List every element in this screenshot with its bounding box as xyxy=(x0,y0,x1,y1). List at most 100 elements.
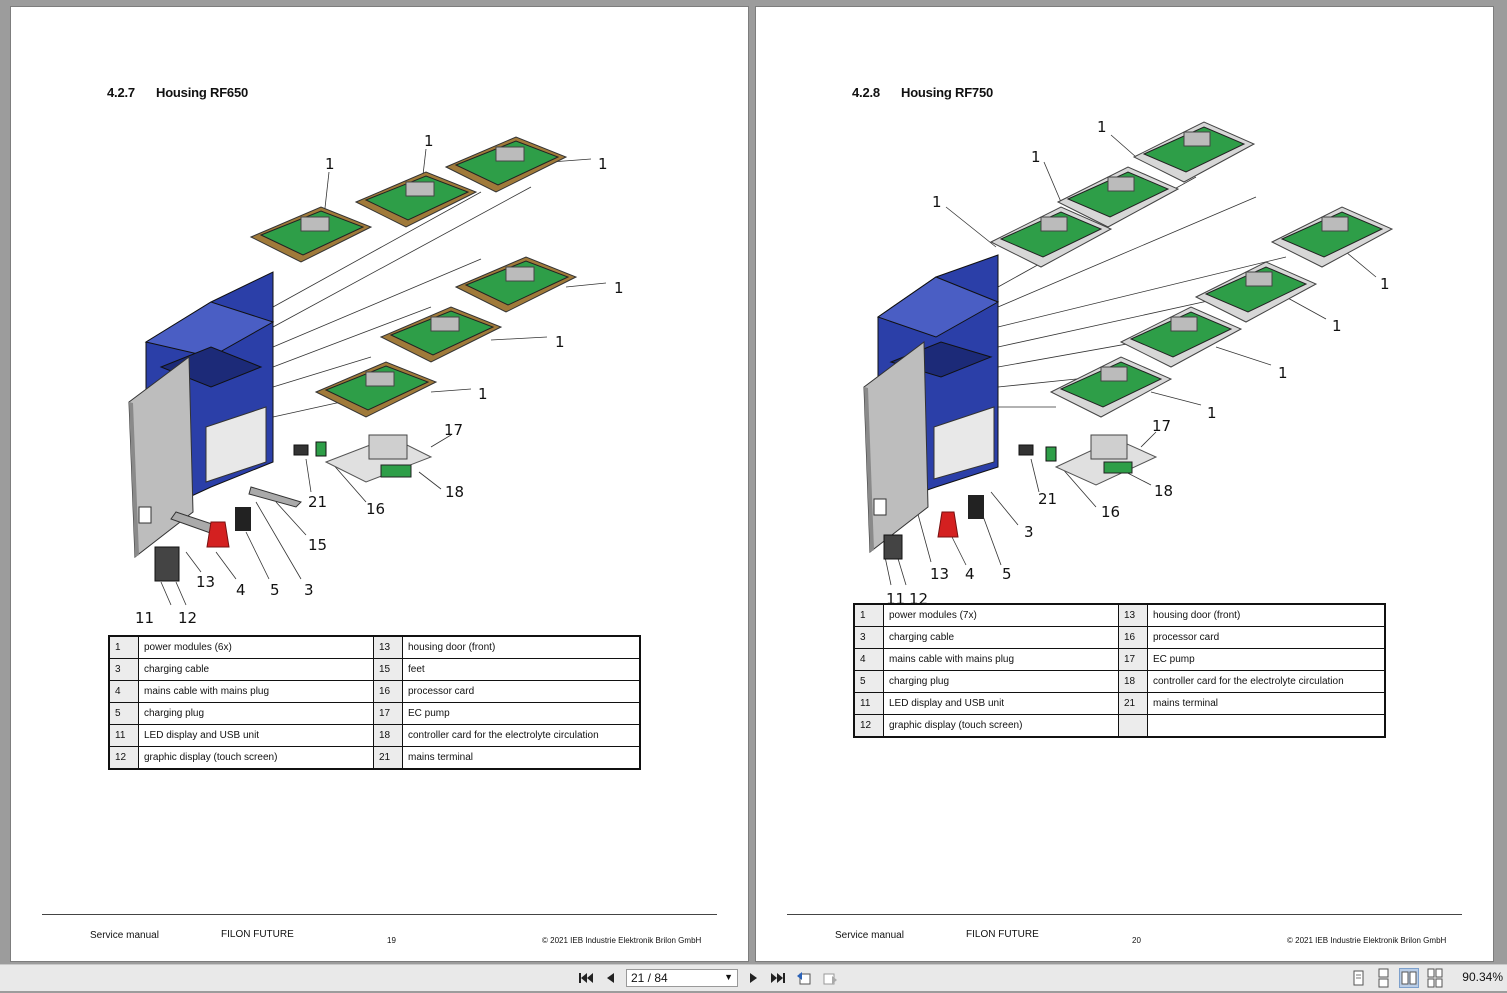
continuous-view-button[interactable] xyxy=(1373,968,1393,988)
table-row: 11 LED display and USB unit 18 controlle… xyxy=(108,724,641,747)
first-page-button[interactable] xyxy=(576,968,596,988)
callout: 1 xyxy=(1278,364,1288,382)
next-view-button[interactable] xyxy=(820,968,840,988)
table-row: 4 mains cable with mains plug 16 process… xyxy=(108,680,641,703)
item-number: 18 xyxy=(373,724,403,747)
callout: 1 xyxy=(598,155,608,173)
item-description: charging plug xyxy=(883,670,1119,693)
item-number: 17 xyxy=(1118,648,1148,671)
callout: 11 xyxy=(886,590,905,607)
item-description: power modules (7x) xyxy=(883,603,1119,627)
table-row: 3 charging cable 15 feet xyxy=(108,658,641,681)
two-page-continuous-view-button[interactable] xyxy=(1425,968,1445,988)
callout: 12 xyxy=(909,590,928,607)
previous-view-button[interactable] xyxy=(794,968,814,988)
item-description: graphic display (touch screen) xyxy=(883,714,1119,738)
callout: 3 xyxy=(304,581,314,599)
chevron-down-icon: ▼ xyxy=(724,972,733,982)
footer-copyright: © 2021 IEB Industrie Elektronik Brilon G… xyxy=(542,936,702,945)
single-page-view-button[interactable] xyxy=(1348,968,1368,988)
item-number: 3 xyxy=(108,658,139,681)
callout: 12 xyxy=(178,609,197,627)
page-number: 20 xyxy=(1132,936,1141,945)
section-number: 4.2.8 xyxy=(852,85,880,100)
housing-cabinet xyxy=(863,254,1000,553)
section-heading: 4.2.8 Housing RF750 xyxy=(852,85,993,100)
item-number: 18 xyxy=(1118,670,1148,693)
callout: 1 xyxy=(325,155,335,173)
callout: 13 xyxy=(930,565,949,583)
previous-page-button[interactable] xyxy=(600,968,620,988)
item-description: graphic display (touch screen) xyxy=(138,746,374,770)
table-row: 3 charging cable 16 processor card xyxy=(853,626,1386,649)
item-number: 13 xyxy=(1118,603,1148,627)
item-description: processor card xyxy=(1147,626,1386,649)
page-number-input[interactable]: 21 / 84 ▼ xyxy=(626,969,738,987)
item-number: 21 xyxy=(1118,692,1148,715)
zoom-level[interactable]: 90.34% xyxy=(1462,970,1503,984)
last-page-button[interactable] xyxy=(768,968,788,988)
callout: 4 xyxy=(965,565,975,583)
item-description: controller card for the electrolyte circ… xyxy=(1147,670,1386,693)
item-description: charging plug xyxy=(138,702,374,725)
table-row: 12 graphic display (touch screen) xyxy=(853,714,1386,738)
next-page-icon xyxy=(750,973,757,983)
callout: 1 xyxy=(424,132,434,150)
item-number: 12 xyxy=(853,714,884,738)
viewer-toolbar: 21 / 84 ▼ 90.34% xyxy=(0,964,1507,991)
callout: 21 xyxy=(1038,490,1057,508)
callout-numbers: 1 1 1 1 1 1 17 21 16 18 15 13 4 5 3 11 1… xyxy=(135,132,624,627)
continuous-page-icon xyxy=(1378,968,1389,988)
item-number: 4 xyxy=(853,648,884,671)
callout: 13 xyxy=(196,573,215,591)
item-number: 5 xyxy=(108,702,139,725)
section-title: Housing RF750 xyxy=(901,85,994,100)
item-description: controller card for the electrolyte circ… xyxy=(402,724,641,747)
item-number xyxy=(1118,714,1148,738)
item-description: mains cable with mains plug xyxy=(883,648,1119,671)
table-row: 11 LED display and USB unit 21 mains ter… xyxy=(853,692,1386,715)
item-number: 17 xyxy=(373,702,403,725)
section-number: 4.2.7 xyxy=(107,85,135,100)
footer-copyright: © 2021 IEB Industrie Elektronik Brilon G… xyxy=(1287,936,1447,945)
footer-product: FILON FUTURE xyxy=(221,929,294,940)
callout: 11 xyxy=(135,609,154,627)
table-row: 1 power modules (6x) 13 housing door (fr… xyxy=(108,635,641,659)
two-page-continuous-icon xyxy=(1427,968,1443,988)
previous-view-icon xyxy=(797,972,811,985)
exploded-view-diagram: 1 1 1 1 1 1 17 21 16 18 15 13 4 5 3 11 1… xyxy=(128,132,624,627)
item-description xyxy=(1147,714,1386,738)
callout: 1 xyxy=(1332,317,1342,335)
item-number: 1 xyxy=(853,603,884,627)
callout: 1 xyxy=(555,333,565,351)
item-number: 5 xyxy=(853,670,884,693)
power-module-boards xyxy=(249,136,578,418)
callout: 21 xyxy=(308,493,327,511)
callout: 17 xyxy=(1152,417,1171,435)
callout: 5 xyxy=(270,581,280,599)
callout: 18 xyxy=(1154,482,1173,500)
item-description: LED display and USB unit xyxy=(138,724,374,747)
page-number: 19 xyxy=(387,936,396,945)
callout: 1 xyxy=(478,385,488,403)
two-page-view-button[interactable] xyxy=(1399,968,1419,988)
callout: 1 xyxy=(1380,275,1390,293)
item-description: power modules (6x) xyxy=(138,635,374,659)
callout: 16 xyxy=(1101,503,1120,521)
item-description: mains terminal xyxy=(1147,692,1386,715)
callout-numbers: 1 1 1 1 1 1 1 17 21 16 18 3 13 4 5 11 12 xyxy=(886,118,1390,607)
item-description: charging cable xyxy=(138,658,374,681)
item-number: 21 xyxy=(373,746,403,770)
table-row: 12 graphic display (touch screen) 21 mai… xyxy=(108,746,641,770)
power-module-boards xyxy=(989,121,1394,418)
next-page-button[interactable] xyxy=(744,968,764,988)
footer-doc-type: Service manual xyxy=(90,930,159,941)
item-number: 12 xyxy=(108,746,139,770)
callout: 18 xyxy=(445,483,464,501)
item-number: 15 xyxy=(373,658,403,681)
footer-product: FILON FUTURE xyxy=(966,929,1039,940)
item-description: feet xyxy=(402,658,641,681)
item-description: housing door (front) xyxy=(402,635,641,659)
